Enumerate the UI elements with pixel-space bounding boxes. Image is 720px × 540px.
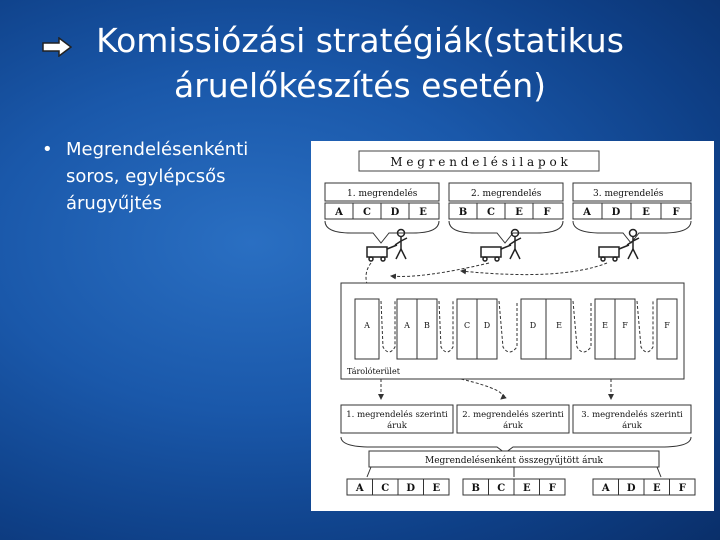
order-group-3: 3. megrendelés A D E F bbox=[572, 182, 692, 244]
result-group-line: 2. megrendelés szerinti bbox=[462, 409, 564, 420]
order-item: C bbox=[363, 207, 371, 218]
order-sheets-header: M e g r e n d e l é s i l a p o k bbox=[390, 155, 568, 169]
title-line-2: áruelőkészítés esetén) bbox=[173, 66, 547, 105]
collected-row-1: A C D E bbox=[346, 478, 450, 496]
result-group-2: 2. megrendelés szerinti áruk bbox=[456, 404, 570, 434]
order-sheets-header-box bbox=[358, 150, 600, 172]
order-item: A bbox=[334, 207, 343, 218]
order-group-2: 2. megrendelés B C E F bbox=[448, 182, 564, 244]
rack-slot: B bbox=[424, 321, 430, 330]
result-group-line: 1. megrendelés szerinti bbox=[346, 409, 448, 420]
collected-item: A bbox=[601, 483, 610, 494]
collected-item: F bbox=[549, 483, 556, 494]
bullet-line-1: Megrendelésenkénti bbox=[66, 139, 249, 160]
result-group-1: 1. megrendelés szerinti áruk bbox=[340, 404, 454, 434]
order-label-box bbox=[448, 182, 564, 202]
picker-with-cart-icon bbox=[480, 228, 522, 262]
order-group-1: 1. megrendelés A C D E bbox=[324, 182, 440, 244]
collected-item: A bbox=[355, 483, 364, 494]
collected-item: C bbox=[497, 483, 505, 494]
picking-diagram: M e g r e n d e l é s i l a p o k 1. meg… bbox=[311, 141, 714, 511]
order-item: D bbox=[391, 207, 400, 218]
order-label: 3. megrendelés bbox=[593, 188, 664, 199]
order-bracket bbox=[448, 220, 564, 244]
storage-rack: D E bbox=[520, 298, 572, 360]
collected-item: D bbox=[406, 483, 415, 494]
storage-label: Tárolóterület bbox=[347, 367, 401, 376]
collected-row-3: A D E F bbox=[592, 478, 696, 496]
result-group-line: 3. megrendelés szerinti bbox=[581, 409, 683, 420]
slide-title: Komissiózási stratégiák(statikus áruelők… bbox=[0, 18, 720, 108]
rack-slot: D bbox=[484, 321, 490, 330]
bullet-item: • Megrendelésenkénti soros, egylépcsős á… bbox=[42, 136, 312, 217]
bullet-dot: • bbox=[42, 139, 53, 160]
collected-row-2: B C E F bbox=[462, 478, 566, 496]
result-group-line: áruk bbox=[622, 420, 643, 431]
order-label: 2. megrendelés bbox=[471, 188, 542, 199]
result-group-line: áruk bbox=[503, 420, 524, 431]
collected-item: F bbox=[679, 483, 686, 494]
right-arrow-icon bbox=[42, 37, 72, 57]
order-item: F bbox=[543, 207, 550, 218]
order-item: E bbox=[515, 207, 523, 218]
storage-rack: C D bbox=[456, 298, 498, 360]
order-bracket bbox=[324, 220, 440, 244]
rack-slot: F bbox=[664, 321, 670, 330]
picker-with-cart-icon bbox=[366, 228, 408, 262]
rack-slot: F bbox=[622, 321, 628, 330]
storage-rack: A B bbox=[396, 298, 438, 360]
order-item: C bbox=[487, 207, 495, 218]
collected-item: E bbox=[523, 483, 531, 494]
collected-item: C bbox=[381, 483, 389, 494]
order-item: E bbox=[642, 207, 650, 218]
storage-rack: A bbox=[354, 298, 380, 360]
order-item: B bbox=[459, 207, 467, 218]
result-group-line: áruk bbox=[387, 420, 408, 431]
bullet-line-3: árugyűjtés bbox=[66, 193, 162, 214]
picking-diagram-svg: M e g r e n d e l é s i l a p o k 1. meg… bbox=[324, 150, 696, 496]
rack-slot: A bbox=[403, 321, 410, 330]
order-label-box bbox=[324, 182, 440, 202]
picker-with-cart-icon bbox=[598, 228, 640, 262]
collected-item: D bbox=[627, 483, 636, 494]
order-item: F bbox=[672, 207, 679, 218]
rack-slot: C bbox=[464, 321, 470, 330]
order-item: E bbox=[419, 207, 427, 218]
collected-item: B bbox=[472, 483, 480, 494]
storage-rack: F bbox=[656, 298, 678, 360]
collected-item: E bbox=[432, 483, 440, 494]
bullet-line-2: soros, egylépcsős bbox=[66, 166, 226, 187]
collected-label: Megrendelésenként összegyűjtött áruk bbox=[425, 455, 604, 466]
rack-slot: D bbox=[530, 321, 536, 330]
order-item: D bbox=[612, 207, 621, 218]
order-label: 1. megrendelés bbox=[347, 188, 418, 199]
rack-slot: E bbox=[556, 321, 562, 330]
rack-slot: A bbox=[363, 321, 370, 330]
storage-rack: E F bbox=[594, 298, 636, 360]
rack-slot: E bbox=[602, 321, 608, 330]
order-bracket bbox=[572, 220, 692, 244]
collected-item: E bbox=[653, 483, 661, 494]
title-line-1: Komissiózási stratégiák(statikus bbox=[96, 21, 624, 60]
order-item: A bbox=[582, 207, 591, 218]
order-label-box bbox=[572, 182, 692, 202]
result-group-3: 3. megrendelés szerinti áruk bbox=[572, 404, 692, 434]
